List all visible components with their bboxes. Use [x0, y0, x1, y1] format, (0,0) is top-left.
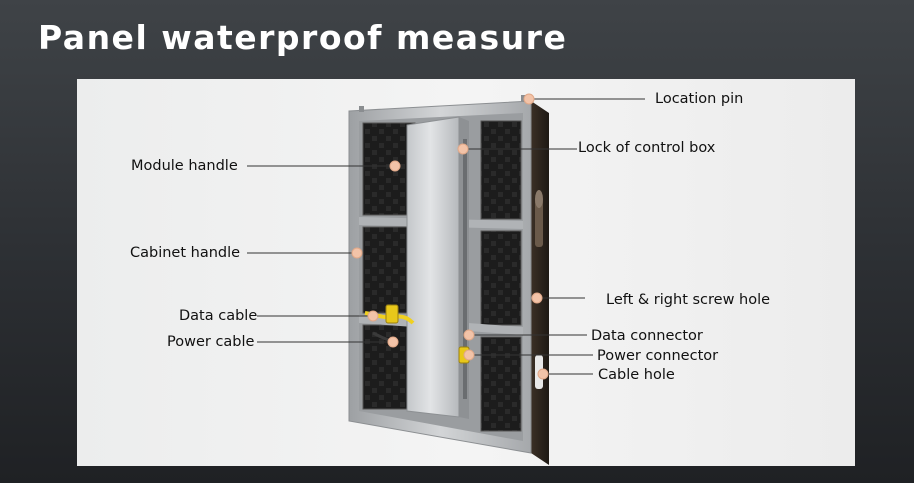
- marker-location-pin: [523, 93, 535, 105]
- marker-left-right-screw-hole: [531, 292, 543, 304]
- cabinet-diagram: [247, 93, 645, 465]
- side-screw-slot: [535, 197, 543, 247]
- label-power-connector: Power connector: [597, 348, 719, 364]
- label-location-pin: Location pin: [655, 91, 744, 107]
- figure-panel: Location pin Lock of control box Module …: [77, 79, 855, 466]
- side-round-hole: [535, 190, 543, 208]
- top-pin-left: [359, 106, 364, 112]
- marker-power-cable: [387, 336, 399, 348]
- slide-title: Panel waterproof measure: [38, 18, 568, 57]
- marker-lock-of-control-box: [457, 143, 469, 155]
- marker-power-connector: [463, 349, 475, 361]
- top-pin-right: [521, 95, 526, 102]
- marker-module-handle: [389, 160, 401, 172]
- label-cabinet-handle: Cabinet handle: [130, 245, 241, 261]
- yellow-connector: [385, 304, 399, 324]
- marker-data-cable: [367, 310, 379, 322]
- module-mid-left: [362, 226, 416, 314]
- label-power-cable: Power cable: [167, 334, 255, 350]
- marker-data-connector: [463, 329, 475, 341]
- leader-lines: [247, 98, 645, 375]
- label-left-right-screw-hole: Left & right screw hole: [606, 292, 771, 308]
- label-lock-of-control-box: Lock of control box: [578, 140, 716, 156]
- label-data-connector: Data connector: [591, 328, 703, 344]
- cabinet-side-panel: [531, 101, 549, 465]
- label-cable-hole: Cable hole: [598, 367, 675, 383]
- control-box: [406, 116, 460, 418]
- module-mid-right: [480, 230, 522, 326]
- module-bottom-right: [480, 336, 522, 432]
- label-data-cable: Data cable: [179, 308, 258, 324]
- marker-cabinet-handle: [351, 247, 363, 259]
- module-top-right: [480, 120, 522, 220]
- marker-cable-hole: [537, 368, 549, 380]
- label-module-handle: Module handle: [131, 158, 238, 174]
